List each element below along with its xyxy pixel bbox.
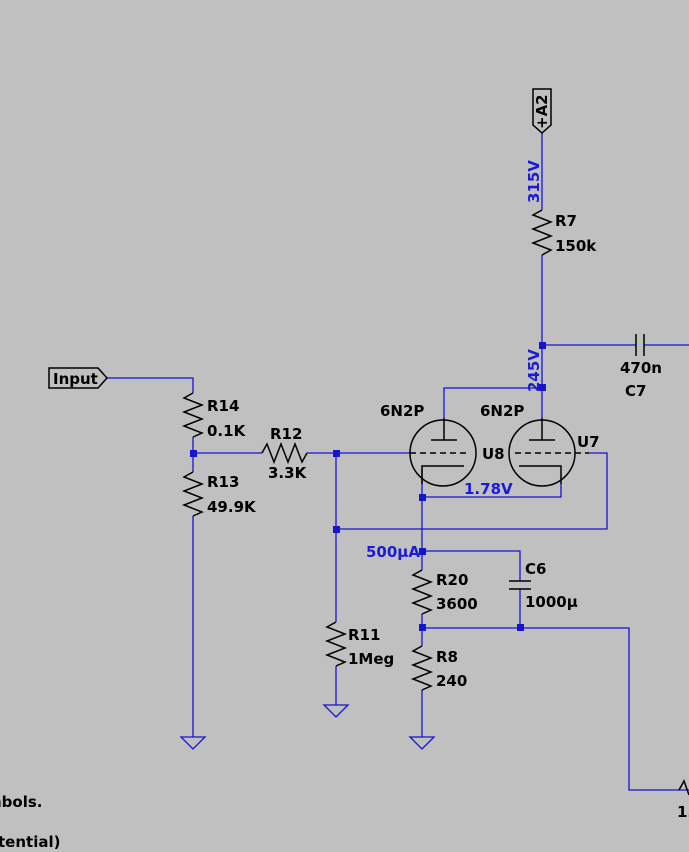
supply-voltage-label: 315V — [525, 160, 543, 203]
r14-value: 0.1K — [207, 422, 247, 440]
r20-value: 3600 — [436, 595, 478, 613]
tube-u7-cathode — [519, 465, 562, 484]
r12-value: 3.3K — [268, 464, 308, 482]
r7-ref: R7 — [555, 212, 577, 230]
wire-input — [107, 377, 194, 393]
c7-ref: C7 — [625, 382, 646, 400]
wire-c6-top — [422, 550, 521, 581]
junction-dot — [333, 526, 340, 533]
junction-dot — [539, 342, 546, 349]
r12-ref: R12 — [270, 425, 302, 443]
ground-icon — [408, 736, 436, 750]
port-input[interactable]: Input — [48, 367, 109, 389]
ground-icon — [322, 704, 350, 718]
junction-dot — [517, 624, 524, 631]
junction-dot — [419, 548, 426, 555]
r13-value: 49.9K — [207, 498, 257, 516]
capacitors — [509, 334, 645, 590]
note-line-1: nbols. — [0, 793, 43, 811]
u7-ref: U7 — [577, 433, 600, 451]
resistor-offscreen-symbol — [678, 779, 689, 796]
r13-ref: R13 — [207, 473, 239, 491]
cathode-voltage-label: 1.78V — [464, 480, 513, 498]
tube-u8-plate — [431, 418, 457, 441]
r20-ref: R20 — [436, 571, 468, 589]
grounds — [179, 704, 436, 750]
r8-value: 240 — [436, 672, 467, 690]
port-a2[interactable]: +A2 — [532, 88, 552, 135]
r11-ref: R11 — [348, 626, 380, 644]
tube-u7 — [508, 418, 589, 487]
c7-value: 470n — [620, 359, 662, 377]
r14-ref: R14 — [207, 397, 239, 415]
resistor-r7-symbol — [530, 209, 554, 256]
ground-icon — [179, 736, 207, 750]
resistor-r11-symbol — [324, 621, 348, 667]
junction-dot — [539, 384, 546, 391]
wire-mid — [422, 627, 689, 791]
junction-dot — [419, 494, 426, 501]
junction-dot — [419, 624, 426, 631]
resistor-r13-symbol — [181, 471, 205, 517]
u7-model: 6N2P — [480, 402, 524, 420]
resistors — [181, 209, 689, 796]
u8-ref: U8 — [482, 445, 505, 463]
u8-model: 6N2P — [380, 402, 424, 420]
junction-dot — [333, 450, 340, 457]
port-a2-label: +A2 — [533, 94, 551, 129]
resistor-r12-symbol — [261, 441, 308, 465]
resistor-r14-symbol — [181, 392, 205, 438]
capacitor-c6-symbol — [509, 580, 531, 590]
note-line-2: tential) — [0, 833, 60, 851]
junctions — [190, 342, 546, 631]
wire-u7-grid — [336, 452, 608, 530]
wires — [107, 133, 689, 791]
junction-dot — [190, 450, 197, 457]
plate-voltage-label: 245V — [525, 349, 543, 392]
operating-point-labels: 315V 245V 1.78V 500µA — [366, 160, 543, 561]
c6-value: 1000µ — [525, 593, 578, 611]
r7-value: 150k — [555, 237, 597, 255]
tube-u8 — [409, 418, 477, 487]
tube-u7-plate — [529, 418, 555, 441]
resistor-r20-symbol — [410, 569, 434, 615]
r11-value: 1Meg — [348, 650, 394, 668]
port-input-flag — [48, 367, 109, 389]
r8-ref: R8 — [436, 648, 458, 666]
port-a2-flag — [532, 88, 552, 135]
wire-plates — [443, 387, 542, 418]
offscreen-value-label: 1. — [677, 803, 689, 821]
tube-u8-cathode — [421, 465, 464, 484]
port-input-label: Input — [53, 370, 98, 388]
cathode-current-label: 500µA — [366, 543, 420, 561]
component-labels: R7 150k R14 0.1K R13 49.9K R12 3.3K R11 … — [207, 212, 662, 690]
capacitor-c7-symbol — [635, 334, 645, 356]
resistor-r8-symbol — [410, 645, 434, 691]
cutoff-text: 1. nbols. tential) — [0, 793, 689, 851]
c6-ref: C6 — [525, 560, 546, 578]
